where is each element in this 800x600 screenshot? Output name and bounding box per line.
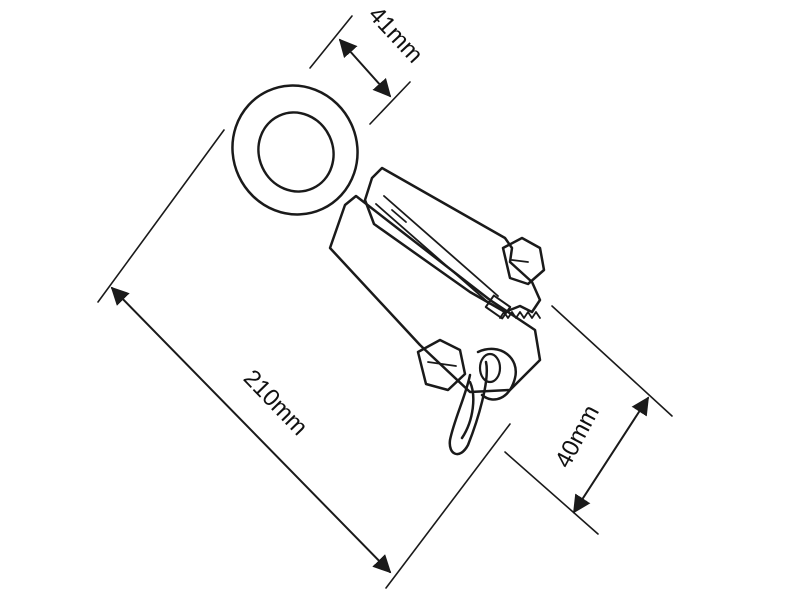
- upper-jaw: [363, 166, 542, 314]
- dimension-jaw-width: 40mm: [504, 305, 673, 535]
- bottom-nut: [416, 338, 467, 392]
- dimension-ring-width: 41mm: [309, 1, 428, 125]
- ring-handle: [231, 84, 359, 216]
- jaw-grooves: [375, 195, 499, 305]
- release-loop: [448, 347, 518, 456]
- dimension-label-40mm: 40mm: [550, 401, 605, 473]
- top-nut: [501, 236, 546, 286]
- mini-clamp-tool: [231, 84, 546, 456]
- dimension-total-length: 210mm: [97, 129, 511, 589]
- dimension-label-41mm: 41mm: [363, 1, 428, 68]
- thread-teeth: [499, 311, 541, 319]
- screw-shaft: [484, 294, 512, 320]
